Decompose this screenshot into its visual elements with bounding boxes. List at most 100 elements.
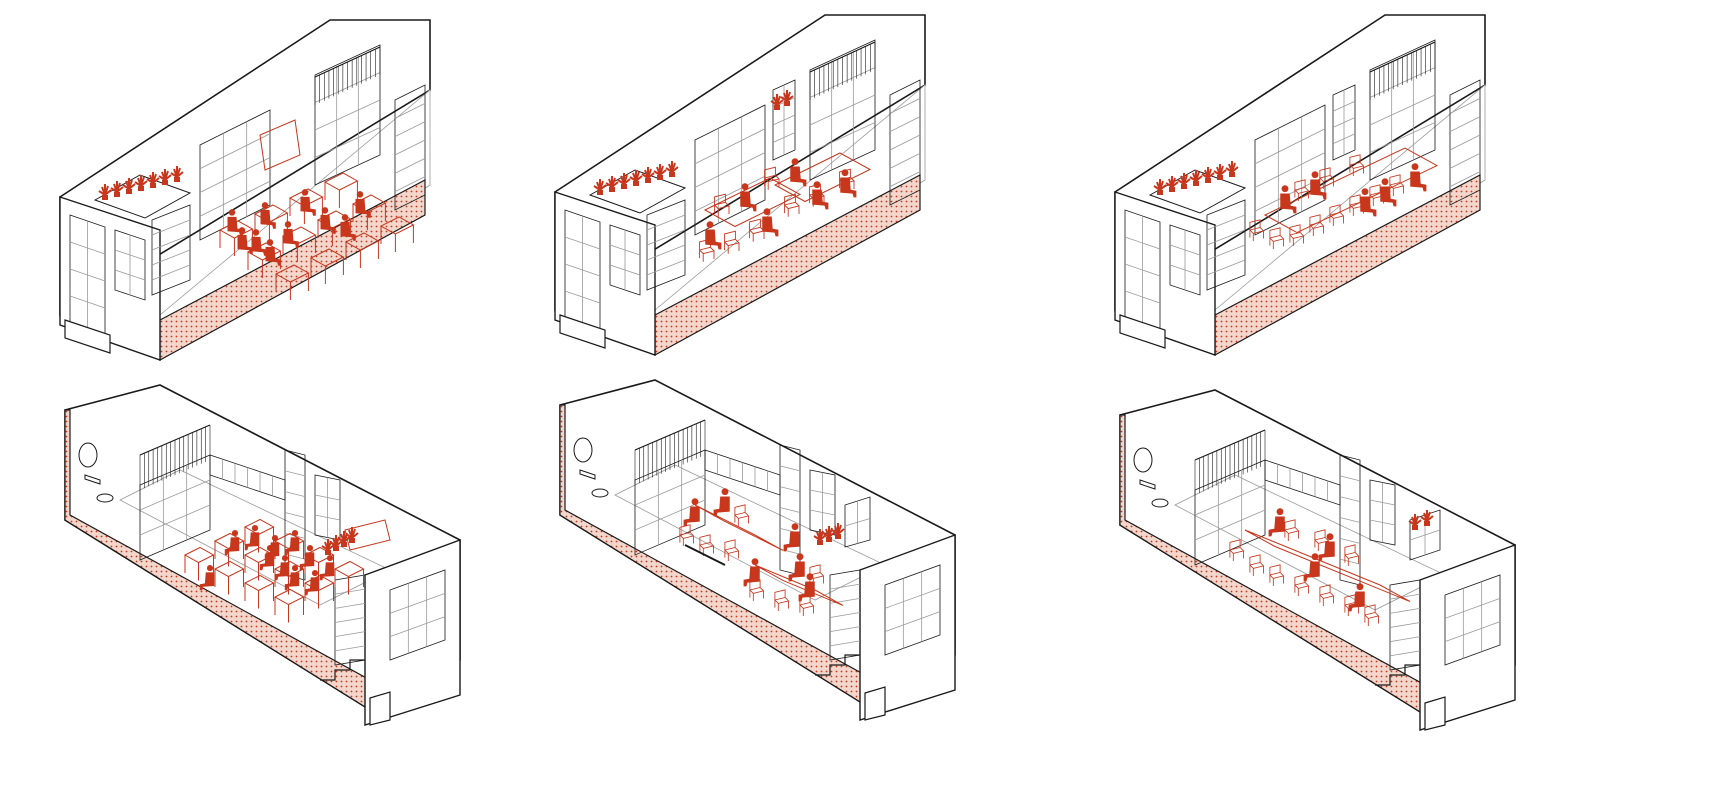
- end-shelving: [889, 79, 921, 206]
- chair-outline: [1269, 227, 1285, 250]
- chair-outline: [1294, 179, 1310, 202]
- panel-top-center: [554, 14, 926, 357]
- sink: [84, 474, 101, 485]
- chair-outline: [1314, 529, 1330, 552]
- person-figure: [244, 525, 260, 551]
- front-block: [859, 533, 956, 721]
- person-figure: [788, 553, 805, 582]
- stair-profile: [320, 659, 365, 681]
- plants-group: [98, 166, 184, 200]
- base-step: [1424, 696, 1446, 731]
- person-figure: [743, 558, 760, 587]
- chair-outline: [1269, 564, 1285, 587]
- person-figure: [284, 565, 300, 591]
- desk-outline: [183, 546, 215, 581]
- panel-top-left: [59, 19, 431, 362]
- desk-outline: [213, 560, 245, 595]
- red-shelf-unit: [1332, 84, 1356, 161]
- chair-outline: [1364, 604, 1380, 627]
- end-shelving: [394, 84, 426, 211]
- person-figure: [1303, 553, 1320, 582]
- chair-outline: [1289, 224, 1305, 247]
- room-axonometric: [59, 19, 431, 362]
- person-figure: [299, 545, 315, 571]
- person-figure: [705, 221, 722, 250]
- plants-group: [1408, 510, 1434, 530]
- table-outline: [703, 177, 802, 228]
- front-block: [1114, 191, 1216, 356]
- slatted-screen: [809, 41, 876, 100]
- front-block: [364, 538, 461, 726]
- front-window-grid-2: [1169, 224, 1201, 296]
- front-block: [554, 191, 656, 356]
- chair-outline: [1319, 584, 1335, 607]
- person-figure: [790, 158, 807, 187]
- chair-outline: [1229, 539, 1245, 562]
- toilet: [591, 488, 609, 498]
- person-figure: [740, 183, 757, 212]
- chair-outline: [1294, 574, 1310, 597]
- side-shelving: [151, 204, 191, 296]
- person-figure: [224, 530, 240, 556]
- person-figure: [274, 555, 290, 581]
- slatted-screen: [1369, 41, 1436, 100]
- person-figure: [1310, 171, 1327, 200]
- chair-outline: [774, 589, 790, 612]
- room-axonometric: [64, 384, 461, 726]
- back-window-grid: [314, 474, 341, 541]
- room-axonometric: [559, 379, 956, 721]
- chair-outline: [1249, 219, 1265, 242]
- partition-shelving: [139, 454, 211, 561]
- panel-bottom-right: [1119, 389, 1516, 731]
- room-axonometric: [554, 14, 926, 357]
- side-shelving: [1206, 199, 1246, 291]
- base-step: [64, 319, 111, 354]
- person-figure: [1280, 185, 1297, 214]
- slatted-screen: [314, 46, 381, 105]
- chair-outline: [713, 193, 730, 217]
- front-window-grid: [1444, 574, 1501, 666]
- chair-outline: [1349, 154, 1365, 177]
- person-figure: [355, 191, 371, 218]
- mirror: [78, 442, 98, 468]
- base-step: [1119, 314, 1166, 349]
- person-figure: [713, 488, 730, 517]
- planter-counter: [1148, 169, 1247, 214]
- floor-bench: [684, 544, 726, 566]
- plants-group: [1153, 161, 1239, 195]
- person-figure: [762, 208, 779, 237]
- chair-outline: [1369, 184, 1385, 207]
- plants-group: [770, 90, 794, 110]
- chair-outline: [763, 166, 780, 190]
- person-figure: [1318, 533, 1335, 562]
- front-block: [59, 196, 161, 361]
- person-figure: [265, 239, 281, 266]
- chair-outline: [734, 504, 750, 527]
- person-figure: [783, 523, 800, 552]
- partition-shelving: [634, 449, 706, 556]
- person-figure: [340, 214, 356, 241]
- panel-bottom-left: [64, 384, 461, 726]
- front-window-grid-2: [114, 229, 146, 301]
- mirror: [1133, 447, 1153, 473]
- desk-outline: [273, 588, 305, 623]
- chair-outline: [1349, 194, 1365, 217]
- person-figure: [300, 189, 316, 216]
- chair-outline: [1389, 174, 1405, 197]
- front-block: [1419, 543, 1516, 731]
- slatted-screen: [634, 419, 706, 485]
- chair-outline: [1249, 554, 1265, 577]
- display-frame: [344, 519, 391, 551]
- table-outline: [1263, 147, 1439, 234]
- person-figure: [1410, 163, 1427, 192]
- person-figure: [260, 202, 276, 229]
- back-wall-shelving: [1254, 104, 1326, 236]
- side-shelving: [646, 199, 686, 291]
- room-axonometric: [1114, 14, 1486, 357]
- stair-profile: [815, 654, 860, 676]
- toilet: [96, 493, 114, 503]
- chair-outline: [1344, 594, 1360, 617]
- chair-outline: [1329, 204, 1345, 227]
- person-figure: [1268, 508, 1285, 537]
